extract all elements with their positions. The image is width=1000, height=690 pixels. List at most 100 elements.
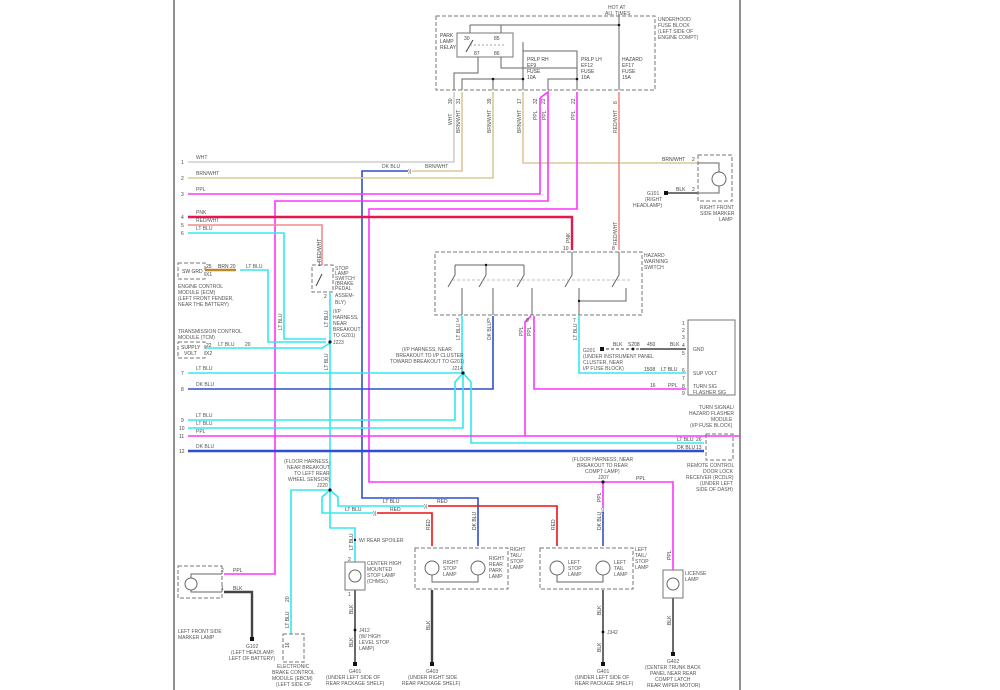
j220-label: TO LEFT REAR — [294, 471, 330, 477]
ground-label: PANEL NEAR REAR — [650, 671, 697, 677]
wire-label: PPL — [527, 326, 533, 336]
wire-ltblu-rcdlr — [462, 372, 704, 444]
fuse-rating: 15A — [622, 75, 632, 81]
ground-label: (UNDER LEFT SIDE OF — [326, 675, 380, 681]
license-lamp: LICENSE LAMP BLK G402 (CENTER TRUNK BACK… — [645, 569, 707, 689]
row-wire: WHT — [196, 155, 207, 161]
wire-pnk-row4 — [188, 215, 574, 250]
lamp-label: LEFT — [614, 560, 626, 566]
ground-label: HEADLAMP) — [633, 203, 663, 209]
pin-number: 22 — [571, 98, 577, 104]
wire-ltblu-chmsl — [329, 490, 356, 562]
wire-label: RED — [390, 507, 401, 513]
harness-rows: 1 WHT 2 BRN/WHT 3 PPL 4 PNK 5 RED/WHT 6 … — [179, 155, 448, 455]
wire-label: BLK — [349, 637, 355, 647]
row-wire: LT BLU — [196, 413, 213, 419]
wire-brnwht-row2 — [188, 92, 494, 179]
relay-pin: 87 — [474, 51, 480, 57]
fuse-name: PRLP LH — [581, 57, 602, 63]
fuse-label: FUSE — [581, 69, 595, 75]
lamp-label: STOP — [568, 566, 582, 572]
g201-label: I/P FUSE BLOCK) — [583, 366, 624, 372]
ground-icon — [601, 662, 605, 666]
row-wire: DK BLU — [196, 444, 214, 450]
wire-label: BLK — [613, 342, 623, 348]
j220-label: NEAR BREAKOUT — [287, 465, 330, 471]
wire-dkblu-row8 — [188, 316, 494, 390]
wire-label: LT BLU — [324, 353, 330, 370]
wire-label: LT BLU — [246, 264, 263, 270]
ground-label: (RIGHT — [645, 197, 662, 203]
wire-ltblu-j220-left-stop — [329, 489, 424, 507]
row-pin: 6 — [181, 231, 184, 237]
lamp-label: TAIL — [614, 566, 624, 572]
tcm-label: TRANSMISSION CONTROL — [178, 329, 242, 335]
pin-number: 10 — [563, 246, 569, 252]
ground-icon — [353, 662, 357, 666]
pin-number: 1 — [682, 321, 685, 327]
right-front-side-marker-lamp: BRN/WHT 2 BLK 2 G101 (RIGHT HEADLAMP) RI… — [633, 154, 735, 223]
hot-label: HOT AT — [608, 5, 626, 11]
splice-label: S208 — [628, 342, 640, 348]
ground-icon — [430, 662, 434, 666]
fuse-label: FUSE — [527, 69, 541, 75]
inline-connector-icon: )( — [373, 511, 377, 517]
j220-label: WHEEL SENSOR) — [288, 477, 330, 483]
turn-signal-flasher-module: 1 2 3 4 5 6 7 8 9 GND SUP VOLT TURN SIG … — [682, 319, 736, 429]
hazard-label: HAZARD — [644, 253, 665, 259]
row-pin: 12 — [179, 449, 185, 455]
pin-number: 2 — [324, 294, 327, 300]
wire-label: LT BLU — [677, 437, 694, 443]
ecm-label: ENGINE CONTROL — [178, 284, 223, 290]
ground-label: COMPT LATCH — [655, 677, 691, 683]
fuse-name: PRLP RH — [527, 57, 549, 63]
left-tail-label: TAIL/ — [635, 553, 647, 559]
relay-pin: 85 — [494, 36, 500, 42]
pin-number: 3 — [456, 318, 459, 324]
row-pin: 3 — [181, 192, 184, 198]
wire-label: PPL — [233, 568, 243, 574]
right-tail-label: LAMP — [510, 565, 524, 571]
lamp-bulb-icon — [711, 171, 727, 187]
lamp-bulb-icon — [348, 569, 362, 583]
fuse-ef12: PRLP LH EF12 FUSE 10A — [581, 57, 602, 81]
lamp-bulb-icon — [424, 560, 440, 576]
ground-label: (CENTER TRUNK BACK — [645, 665, 701, 671]
wire-label: LT BLU — [218, 342, 235, 348]
chmsl: 2 1 CENTER HIGH MOUNTED STOP LAMP (CHMSL… — [326, 557, 402, 687]
wire-ltblu-row6 — [188, 232, 326, 340]
lamp-label: PARK — [489, 568, 503, 574]
wire-label: LT BLU — [661, 367, 678, 373]
lf-marker-label: LEFT FRONT SIDE — [178, 629, 222, 635]
underhood-fuse-block: HOT AT ALL TIMES UNDERHOOD FUSE BLOCK (L… — [435, 5, 699, 133]
pin-number: 31 — [456, 98, 462, 104]
pin-number: 2 — [692, 187, 695, 193]
pin-number: 25 — [206, 264, 212, 270]
wire-label: LT BLU — [324, 310, 330, 327]
wire-label: BRN/WHT — [662, 157, 685, 163]
hazard-warning-switch: HAZARD WARNING SWITCH PNK RED/WHT 10 8 3… — [434, 222, 668, 340]
lamp-label: RIGHT — [443, 560, 459, 566]
chmsl-label: CENTER HIGH — [367, 561, 402, 567]
hazard-label: SWITCH — [644, 265, 664, 271]
j223-label: BREAKOUT — [333, 327, 361, 333]
row-pin: 2 — [181, 176, 184, 182]
row-wire: BRN/WHT — [196, 171, 219, 177]
ecm-label: MODULE (ECM) — [178, 290, 216, 296]
right-tail-stop-lamp: RIGHT STOP LAMP RIGHT REAR PARK LAMP RIG… — [402, 547, 526, 687]
lf-marker-label: MARKER LAMP — [178, 635, 215, 641]
fuse-block-label: ENGINE COMPT) — [658, 35, 699, 41]
ecm-box-label: SW GRD — [182, 269, 203, 275]
wire-label: LT BLU — [573, 323, 579, 340]
ebcm-label: MODULE (EBCM) — [272, 676, 313, 682]
ground-icon — [664, 191, 668, 195]
rcdlr-label: SIDE OF DASH) — [696, 487, 733, 493]
pin-number: 32 — [533, 98, 539, 104]
wire-label: PPL — [667, 550, 673, 560]
wire-label: LT BLU — [456, 323, 462, 340]
j342-label: J342 — [607, 630, 618, 636]
flasher-label: (I/P FUSE BLOCK) — [690, 423, 733, 429]
pin-number: 8 — [613, 101, 619, 104]
ebcm-label: (LEFT SIDE OF — [276, 682, 311, 688]
